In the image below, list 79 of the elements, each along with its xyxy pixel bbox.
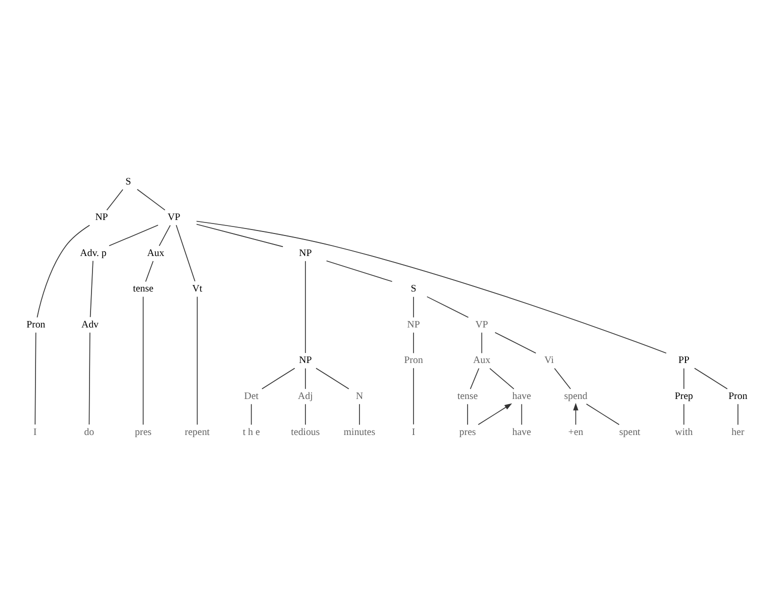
arrow	[573, 402, 578, 425]
connector	[494, 332, 536, 354]
connector	[694, 367, 728, 389]
connector	[683, 367, 684, 389]
connector	[196, 220, 667, 354]
node-text: tedious	[291, 426, 320, 438]
connector	[158, 224, 171, 246]
connector	[34, 332, 36, 424]
node-text: Aux	[473, 354, 490, 366]
connector	[108, 224, 158, 246]
node-text: Pron	[404, 354, 423, 366]
connector	[683, 403, 684, 425]
connector	[88, 332, 90, 424]
node-text: NP	[299, 247, 312, 258]
node-text: Pron	[728, 390, 748, 402]
connector	[262, 367, 296, 389]
node-text: I	[33, 426, 37, 438]
connector	[90, 260, 94, 317]
connector	[250, 403, 252, 425]
node-text: Adj	[298, 390, 313, 402]
connector	[326, 260, 393, 282]
connector	[304, 403, 306, 425]
connector	[304, 260, 306, 353]
node-text: S	[410, 283, 416, 294]
connector	[586, 403, 620, 425]
node-text: spend	[564, 390, 588, 402]
connector	[521, 403, 522, 425]
connector	[413, 332, 414, 354]
connector	[36, 224, 90, 318]
node-text: NP	[299, 354, 312, 366]
node-text: Vi	[544, 354, 554, 366]
connector	[467, 403, 468, 425]
node-text: pres	[134, 426, 152, 438]
node-text: have	[512, 390, 532, 402]
node-text: +en	[568, 426, 584, 438]
node-text: NP	[95, 212, 108, 223]
node-text: Det	[244, 390, 259, 402]
node-text: pres	[459, 426, 476, 438]
connector	[176, 224, 196, 282]
connector	[426, 296, 469, 318]
connector	[316, 367, 350, 389]
connector	[136, 188, 166, 210]
arrow	[478, 402, 512, 425]
connector	[196, 223, 284, 247]
node-text: Vt	[192, 283, 202, 294]
node-text: repent	[184, 426, 210, 438]
connector	[145, 260, 154, 282]
connector	[554, 367, 571, 389]
node-text: S	[125, 176, 131, 187]
connector	[304, 367, 306, 389]
node-text: Adv. p	[80, 247, 107, 258]
node-text: t h e	[242, 426, 260, 438]
node-text: VP	[168, 212, 180, 223]
connector	[481, 332, 482, 354]
node-text: PP	[678, 354, 690, 366]
node-text: minutes	[344, 426, 376, 438]
node-text: N	[356, 390, 364, 402]
connector	[470, 367, 480, 389]
node-text: Aux	[147, 247, 164, 258]
node-text: VP	[475, 318, 488, 330]
connector	[142, 296, 144, 425]
node-text: do	[84, 426, 94, 438]
node-text: Prep	[674, 390, 694, 402]
connector	[359, 403, 360, 425]
connector	[196, 296, 198, 425]
connector	[413, 367, 414, 424]
connector	[413, 296, 414, 318]
node-text: with	[675, 426, 693, 438]
node-text: NP	[407, 318, 420, 330]
node-text: have	[512, 426, 532, 438]
node-text: Adv	[81, 318, 99, 330]
connector	[106, 188, 124, 210]
node-text: I	[412, 426, 416, 438]
node-text: Pron	[26, 318, 46, 330]
node-text: spent	[619, 426, 640, 438]
connector	[489, 367, 514, 389]
node-text: tense	[457, 390, 478, 402]
node-text: her	[732, 426, 744, 438]
node-text: tense	[132, 283, 154, 294]
